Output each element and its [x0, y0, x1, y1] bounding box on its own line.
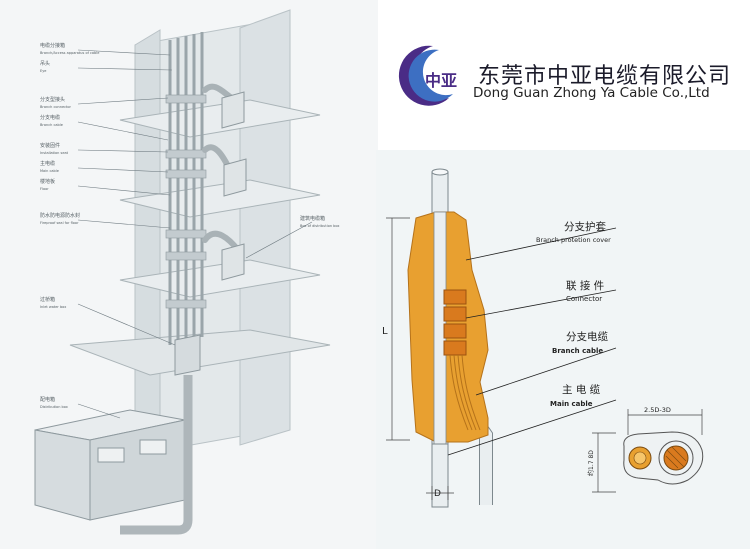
label-main-cable-en: Main cable: [550, 400, 593, 408]
main-cable-bottom: [431, 443, 449, 508]
label-branch-cable-cn: 分支电缆: [40, 114, 60, 121]
label-main-cable-cn: 主电缆: [40, 160, 55, 167]
cross-section-main-conductor: [663, 445, 689, 471]
label-branch-connector-en: Branch connector: [40, 105, 72, 109]
company-name-cn: 东莞市中亚电缆有限公司: [478, 64, 732, 89]
label-installation-seat-cn: 安装固件: [40, 142, 60, 149]
label-branch-access-cn: 电缆分接箱: [40, 42, 65, 49]
cross-section-height-dim: [592, 432, 616, 493]
riser-diagram-panel: 电缆分接箱 Branch/Access apparatus of cable 吊…: [0, 0, 378, 549]
company-logo: 中亚: [398, 45, 457, 106]
label-distribution-box-en: Distribution box: [40, 405, 68, 409]
label-branch-cable-en: Branch cable: [40, 123, 63, 127]
dimension-d-label: D: [434, 489, 441, 499]
label-branch-cable-cn: 分支电缆: [566, 330, 608, 343]
label-eye-en: Eye: [40, 69, 46, 73]
ground-distribution-box: [34, 409, 186, 521]
company-name-en: Dong Guan Zhong Ya Cable Co.,Ltd: [473, 85, 710, 101]
label-branch-connector-cn: 分支型接头: [40, 96, 65, 103]
label-protection-cover-en: Branch protetion cover: [536, 236, 611, 244]
label-eye-cn: 吊头: [40, 60, 50, 67]
branch-diagram-panel: L D 分支护套 Branch protetion cover 联 接 件 Co…: [376, 150, 750, 549]
logo-outer-crescent: [398, 45, 449, 106]
label-inlet-box-en: Inlet water box: [40, 305, 66, 309]
label-distribution-box-wall-cn: 建筑电缆箱: [300, 215, 325, 222]
cross-section-height-label: 约1.7 8D: [587, 450, 595, 476]
cross-section-hatching: [665, 446, 687, 469]
main-cable-top-end: [431, 168, 449, 176]
label-floor-cn: 楼地板: [40, 178, 55, 185]
label-connector-en: Connector: [566, 295, 602, 303]
label-protection-cover-cn: 分支护套: [564, 220, 606, 233]
label-inlet-box-cn: 过桥箱: [40, 296, 55, 303]
dimension-l-label: L: [382, 326, 388, 337]
cross-section: 2.5D-3D 约1.7 8D: [587, 406, 704, 493]
branch-wires: [449, 354, 481, 431]
label-main-cable-cn: 主 电 缆: [562, 383, 601, 396]
cross-section-width-label: 2.5D-3D: [644, 406, 671, 414]
logo-inner-crescent: [408, 49, 453, 102]
branch-diagram: L D 分支护套 Branch protetion cover 联 接 件 Co…: [382, 168, 704, 508]
label-floor-en: Floor: [40, 187, 49, 191]
label-distribution-box-cn: 配电箱: [40, 396, 55, 403]
floor-distribution-boxes: [221, 91, 247, 281]
feed-pipe: [120, 375, 193, 535]
riser-labels: 电缆分接箱 Branch/Access apparatus of cable 吊…: [40, 42, 340, 409]
label-branch-cable-en: Branch cable: [552, 347, 603, 355]
branch-leader-lines: [447, 227, 617, 456]
dimension-d: [426, 486, 454, 500]
cross-section-width-dim: [627, 409, 703, 435]
leader-lines: [77, 49, 313, 419]
branch-connectors: [165, 94, 207, 309]
dimension-l: [386, 217, 410, 441]
label-fireproof-seal-cn: 防水防电源防水封: [40, 212, 80, 219]
shaft-right-wall: [239, 9, 291, 446]
label-connector-cn: 联 接 件: [566, 279, 604, 292]
shaft-side-wall: [134, 29, 161, 456]
logo-text: 中亚: [425, 71, 457, 90]
cross-section-branch-conductor: [633, 451, 647, 465]
inlet-water-box: [174, 334, 201, 376]
label-main-cable-en: Main cable: [40, 169, 59, 173]
label-installation-seat-en: Installation seat: [40, 151, 69, 155]
label-branch-access-en: Branch/Access apparatus of cable: [40, 51, 99, 55]
main-cables: [168, 32, 204, 345]
label-distribution-box-wall-en: Box of distribution box: [300, 224, 340, 228]
label-fireproof-seal-en: Fireproof seal for floor: [40, 221, 79, 225]
riser-diagram: 电缆分接箱 Branch/Access apparatus of cable 吊…: [34, 9, 340, 535]
connector-blocks: [443, 289, 467, 356]
